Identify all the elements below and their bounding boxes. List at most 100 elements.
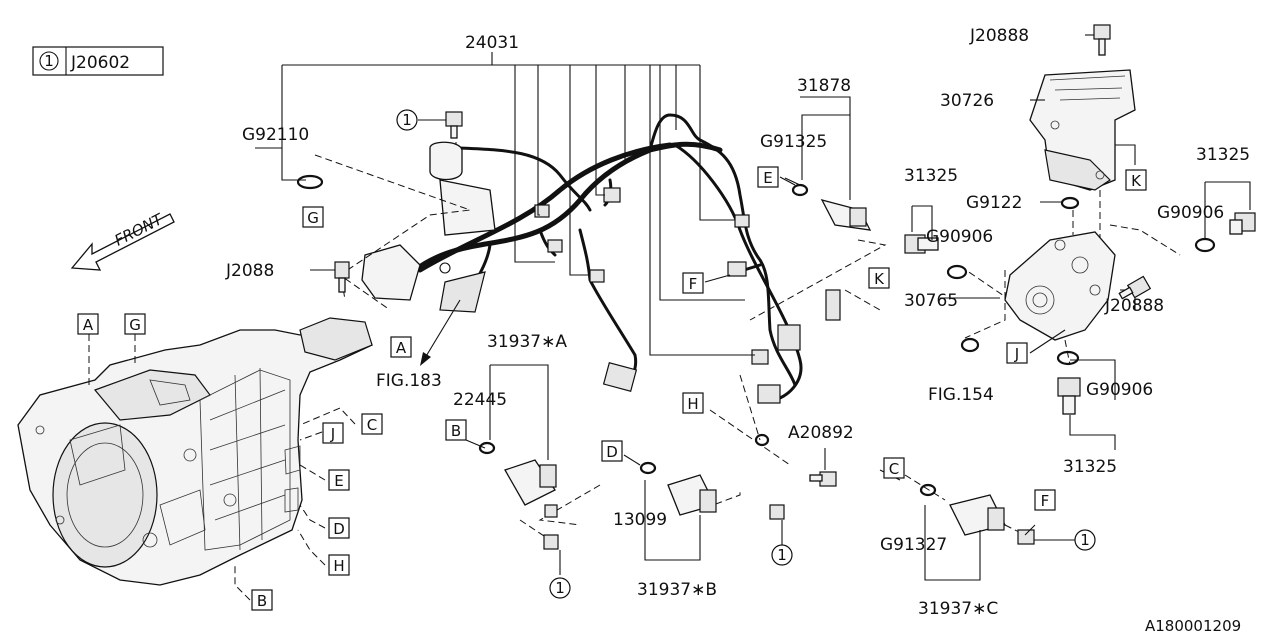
box-letter-e-sensor: E [763,169,772,187]
circle-one-icon [549,577,571,599]
label-g91325: G91325 [760,132,827,152]
label-31325-right: 31325 [1196,145,1250,165]
box-letter-d: D [333,520,345,538]
transmission-assembly [17,317,373,586]
harness-connectors [361,141,841,404]
box-letter-g-top: G [307,209,319,227]
label-j20888-mid: J20888 [1104,296,1164,316]
box-letter-j: J [330,425,335,443]
front-arrow-icon [70,213,175,271]
box-letter-h: H [333,557,344,575]
legend-box: 1 J20602 [32,46,164,76]
label-j2088: J2088 [225,261,274,281]
front-label: FRONT [112,209,167,249]
sensor-31937a [478,441,558,518]
box-letter-a-harness: A [396,339,407,357]
o-ring-g90906-right [1194,237,1216,253]
label-30726: 30726 [940,91,994,111]
labels: 24031 G92110 J2088 FIG.183 31937∗A 22445… [225,26,1250,635]
label-31878: 31878 [797,76,851,96]
label-31325-bottom: 31325 [1063,457,1117,477]
label-13099: 13099 [613,510,667,530]
bolt-circle1-b [543,534,561,575]
bolt-j20888-top [1085,24,1111,56]
o-ring-h [754,433,770,447]
cover-30726 [1029,69,1136,191]
label-24031: 24031 [465,33,519,53]
harness-clip [439,271,486,313]
sensor-31937b [639,461,717,516]
o-ring-g9122 [1060,196,1080,210]
circle-one-icon [396,109,418,131]
sensor-31878 [791,183,872,231]
box-letter-h-mid: H [687,395,698,413]
box-letter-f-harness: F [689,275,698,293]
circle-one-label: 1 [402,111,412,129]
label-g90906-left: G90906 [926,227,993,247]
bolt-j20888-mid [1118,275,1152,310]
bolt-a20892 [809,448,837,487]
sensor-31937c [919,483,1006,536]
box-letter-j-block: J [1014,345,1019,363]
arrow-head-icon [420,352,431,366]
label-22445: 22445 [453,390,507,410]
front-arrow: FRONT [70,209,175,271]
label-g91327: G91327 [880,535,947,555]
label-g90906-right: G90906 [1157,203,1224,223]
bolt-circle1-top [418,111,463,139]
box-letter-g: G [129,316,141,334]
harness-block-connector [361,244,421,301]
box-letter-k-cover: K [1131,172,1142,190]
transmission-leaders [88,334,356,601]
bolt-circle1-d [1017,529,1075,545]
label-a20892: A20892 [788,423,854,443]
label-31937a: 31937∗A [487,332,567,352]
harness-sensor-connector [429,141,463,181]
legend-part-number: J20602 [70,53,130,73]
bolts [310,24,1152,575]
box-letter-k-harness: K [874,270,885,288]
box-letter-b: B [257,592,267,610]
circle-one-icon [39,51,59,71]
label-31937b: 31937∗B [637,580,717,600]
letter-boxes: A G C J E D H B G A B E F K K J H D C [77,166,1147,611]
diagram-reference: A180001209 [1145,617,1241,635]
label-fig154: FIG.154 [928,385,994,405]
label-fig183: FIG.183 [376,371,442,391]
label-g90906-bottom: G90906 [1086,380,1153,400]
o-ring-g90906-bottom [1056,350,1080,366]
circle-one-icon [771,544,793,566]
harness-leaders [281,52,755,356]
box-letter-e: E [334,472,343,490]
plug-31325-right [1229,212,1256,235]
label-j20888-top: J20888 [969,26,1029,46]
harness-bracket [439,179,496,236]
bolt-circle1-c [769,504,785,545]
box-letter-c: C [367,416,377,434]
circle-markers: 1 1 1 1 [396,109,1096,599]
box-letter-d-mid: D [606,443,618,461]
label-g9122: G9122 [966,193,1022,213]
bolt-j2088 [310,261,350,293]
o-ring-fig154 [960,337,980,353]
label-g92110: G92110 [242,125,309,145]
box-letter-a: A [83,316,94,334]
label-31937c: 31937∗C [918,599,998,619]
circle-one-label: 1 [1080,531,1090,549]
legend-circle-number: 1 [44,52,54,70]
label-30765: 30765 [904,291,958,311]
fig183-arrow [420,299,461,366]
box-letter-b-sensor: B [451,422,461,440]
box-letter-c-low: C [889,460,899,478]
o-ring-g92110 [296,174,324,190]
plug-31325-bottom [1057,377,1081,415]
circle-one-label: 1 [555,579,565,597]
box-letter-f-low: F [1041,492,1050,510]
block-30765 [1004,231,1116,341]
callout-leaders [255,96,1251,581]
circle-one-label: 1 [777,546,787,564]
circle-one-icon [1074,529,1096,551]
plug-31325-left [904,234,939,254]
label-31325-left: 31325 [904,166,958,186]
